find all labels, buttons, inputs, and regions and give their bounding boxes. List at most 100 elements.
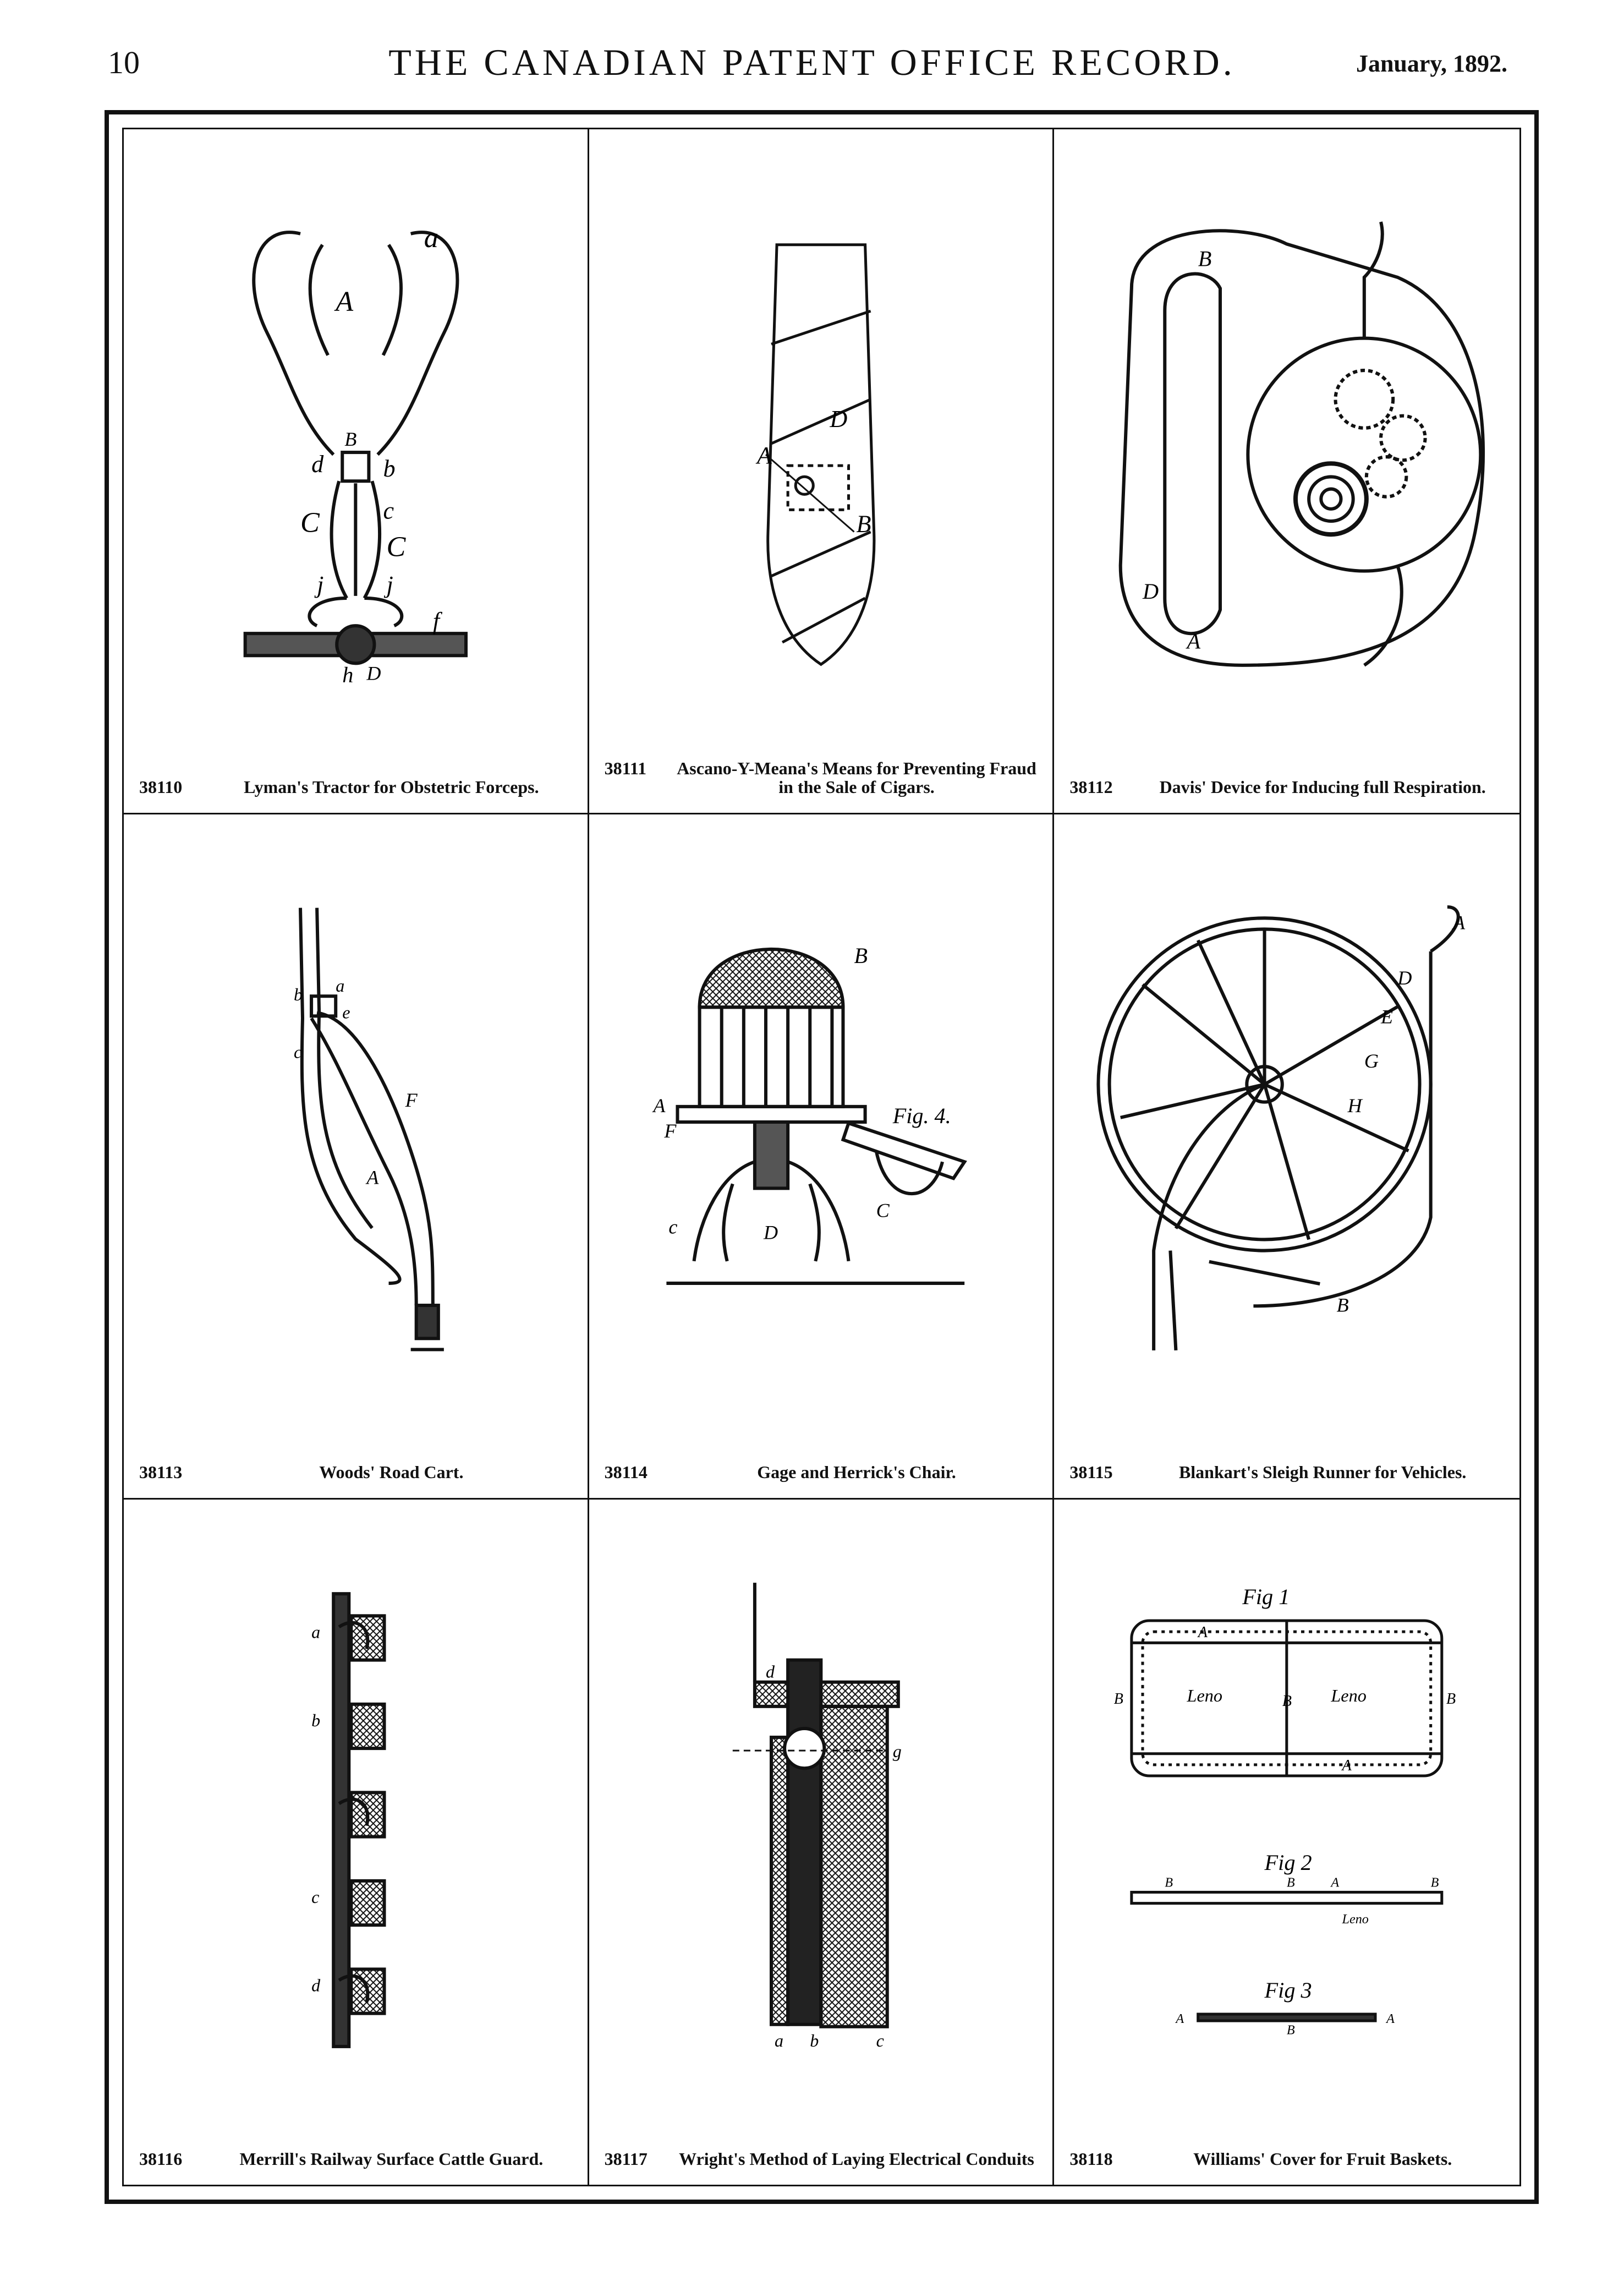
basket-label-fig2: Fig 2	[1264, 1850, 1312, 1875]
patent-title: Lyman's Tractor for Obstetric Forceps.	[244, 777, 539, 797]
basket-drawing: Fig 1 A B B B Leno Leno A Fig 2 B B A B …	[1114, 1584, 1456, 2038]
patent-number: 38118	[1069, 2149, 1113, 2169]
forceps-label-D: D	[366, 662, 381, 684]
sleigh-label-E: E	[1380, 1006, 1393, 1028]
basket-label-leno-left: Leno	[1187, 1686, 1222, 1705]
patent-caption: 38113 Woods' Road Cart.	[139, 1463, 572, 1481]
patent-caption: 38114 Gage and Herrick's Chair.	[605, 1463, 1038, 1481]
basket-label-A-top: A	[1197, 1624, 1208, 1641]
forceps-label-c: c	[383, 497, 394, 524]
cigar-figure: A B D	[600, 140, 1042, 747]
cattle-guard-drawing: a b c d	[311, 1592, 386, 2048]
patent-title: Davis' Device for Inducing full Respirat…	[1159, 777, 1486, 797]
chair-label-fig4: Fig. 4.	[892, 1103, 951, 1128]
patent-cell-38110: a A B d b c C C j j f h D 38110 Lyman's …	[124, 129, 589, 814]
cattle-guard-label-c: c	[311, 1887, 319, 1907]
patent-number: 38110	[139, 777, 183, 797]
patent-title: Woods' Road Cart.	[319, 1462, 464, 1482]
chair-label-F: F	[663, 1120, 677, 1142]
chair-label-C: C	[876, 1200, 890, 1222]
patent-caption: 38117 Wright's Method of Laying Electric…	[605, 2149, 1038, 2168]
patent-number: 38113	[139, 1462, 183, 1482]
plate-frame: a A B d b c C C j j f h D 38110 Lyman's …	[105, 110, 1539, 2204]
forceps-label-C-right: C	[387, 532, 407, 563]
sleigh-label-A: A	[1452, 911, 1466, 933]
basket-figure: Fig 1 A B B B Leno Leno A Fig 2 B B A B …	[1065, 1511, 1508, 2119]
conduit-label-b: b	[810, 2031, 819, 2050]
patent-caption: 38112 Davis' Device for Inducing full Re…	[1069, 778, 1504, 796]
patent-title: Gage and Herrick's Chair.	[757, 1462, 956, 1482]
conduit-label-a: a	[775, 2031, 783, 2050]
basket-fig2-label-B-left: B	[1165, 1875, 1173, 1890]
patent-number: 38114	[604, 1462, 648, 1482]
patent-number: 38111	[604, 758, 647, 778]
basket-fig2-label-A: A	[1330, 1875, 1340, 1890]
basket-label-fig3: Fig 3	[1264, 1978, 1312, 2003]
forceps-label-j-left: j	[314, 571, 323, 598]
basket-label-leno-right: Leno	[1331, 1686, 1367, 1705]
patent-title: Williams' Cover for Fruit Baskets.	[1193, 2149, 1452, 2169]
page-number: 10	[108, 45, 140, 80]
basket-fig2-label-B-right: B	[1431, 1875, 1439, 1890]
plate-inner-border: a A B d b c C C j j f h D 38110 Lyman's …	[122, 128, 1521, 2186]
forceps-drawing: a A B d b c C C j j f h D	[243, 222, 468, 687]
conduit-label-d: d	[766, 1662, 775, 1682]
basket-label-A-bottom: A	[1341, 1757, 1352, 1774]
forceps-label-b: b	[383, 455, 395, 482]
forceps-label-j-right: j	[384, 571, 393, 598]
patent-number: 38115	[1069, 1462, 1113, 1482]
chair-label-D: D	[763, 1222, 778, 1244]
cigar-label-D: D	[829, 406, 847, 433]
basket-fig3-label-A-right: A	[1385, 2011, 1395, 2026]
cart-label-c: c	[294, 1042, 301, 1062]
patent-title: Merrill's Railway Surface Cattle Guard.	[239, 2149, 544, 2169]
issue-date: January, 1892.	[1356, 50, 1507, 77]
respiration-label-A: A	[1186, 629, 1201, 654]
forceps-label-A: A	[334, 286, 354, 318]
forceps-label-d: d	[311, 451, 324, 478]
patent-cell-38116: a b c d 38116 Merrill's Railway Surface …	[124, 1500, 589, 2185]
patent-cell-38115: A D E G H B 38115 Blankart's Sleigh Runn…	[1054, 814, 1519, 1500]
patent-caption: 38116 Merrill's Railway Surface Cattle G…	[139, 2149, 572, 2168]
basket-label-B-right: B	[1446, 1691, 1456, 1708]
patent-cell-38117: d a b c g 38117 Wright's Method of Layin…	[589, 1500, 1055, 2185]
patent-cell-38112: A B D 38112 Davis' Device for Inducing f…	[1054, 129, 1519, 814]
cigar-label-A: A	[755, 442, 772, 469]
chair-label-B: B	[854, 943, 868, 968]
respiration-label-B: B	[1198, 247, 1212, 271]
respiration-label-D: D	[1142, 579, 1159, 604]
respiration-drawing: A B D	[1119, 221, 1485, 667]
chair-label-c: c	[668, 1216, 677, 1238]
forceps-figure: a A B d b c C C j j f h D	[135, 140, 577, 747]
patent-cell-38114: B A F Fig. 4. C D c 38114 Gage and Herri…	[589, 814, 1055, 1500]
sleigh-label-G: G	[1364, 1050, 1379, 1072]
page-header: 10 THE CANADIAN PATENT OFFICE RECORD. Ja…	[0, 39, 1624, 99]
sleigh-label-H: H	[1347, 1095, 1363, 1117]
patent-caption: 38111 Ascano-Y-Meana's Means for Prevent…	[605, 759, 1038, 796]
cart-label-b: b	[294, 984, 303, 1004]
cigar-drawing: A B D	[755, 243, 876, 666]
sleigh-figure: A D E G H B	[1065, 825, 1508, 1432]
forceps-label-h: h	[342, 662, 353, 687]
sleigh-label-B: B	[1337, 1294, 1349, 1316]
basket-fig3-label-B: B	[1287, 2022, 1295, 2037]
basket-fig2-label-B-mid: B	[1287, 1875, 1295, 1890]
basket-label-B-mid: B	[1282, 1693, 1292, 1710]
patent-number: 38117	[604, 2149, 648, 2169]
chair-drawing: B A F Fig. 4. C D c	[652, 943, 967, 1285]
forceps-label-a: a	[424, 222, 438, 254]
cart-label-F: F	[405, 1089, 418, 1111]
patent-grid: a A B d b c C C j j f h D 38110 Lyman's …	[124, 129, 1519, 2185]
patent-title: Blankart's Sleigh Runner for Vehicles.	[1178, 1462, 1467, 1482]
cart-figure: a e b c F A	[135, 825, 577, 1432]
patent-caption: 38118 Williams' Cover for Fruit Baskets.	[1069, 2149, 1504, 2168]
cart-label-A: A	[365, 1166, 379, 1188]
cattle-guard-label-d: d	[311, 1976, 321, 1995]
basket-fig2-label-leno: Leno	[1342, 1912, 1369, 1927]
cattle-guard-label-a: a	[311, 1622, 320, 1642]
patent-title: Ascano-Y-Meana's Means for Preventing Fr…	[677, 758, 1036, 797]
patent-title: Wright's Method of Laying Electrical Con…	[679, 2149, 1034, 2169]
cart-label-e: e	[342, 1002, 350, 1022]
page-title: THE CANADIAN PATENT OFFICE RECORD.	[388, 41, 1236, 83]
cigar-label-B: B	[856, 511, 871, 538]
